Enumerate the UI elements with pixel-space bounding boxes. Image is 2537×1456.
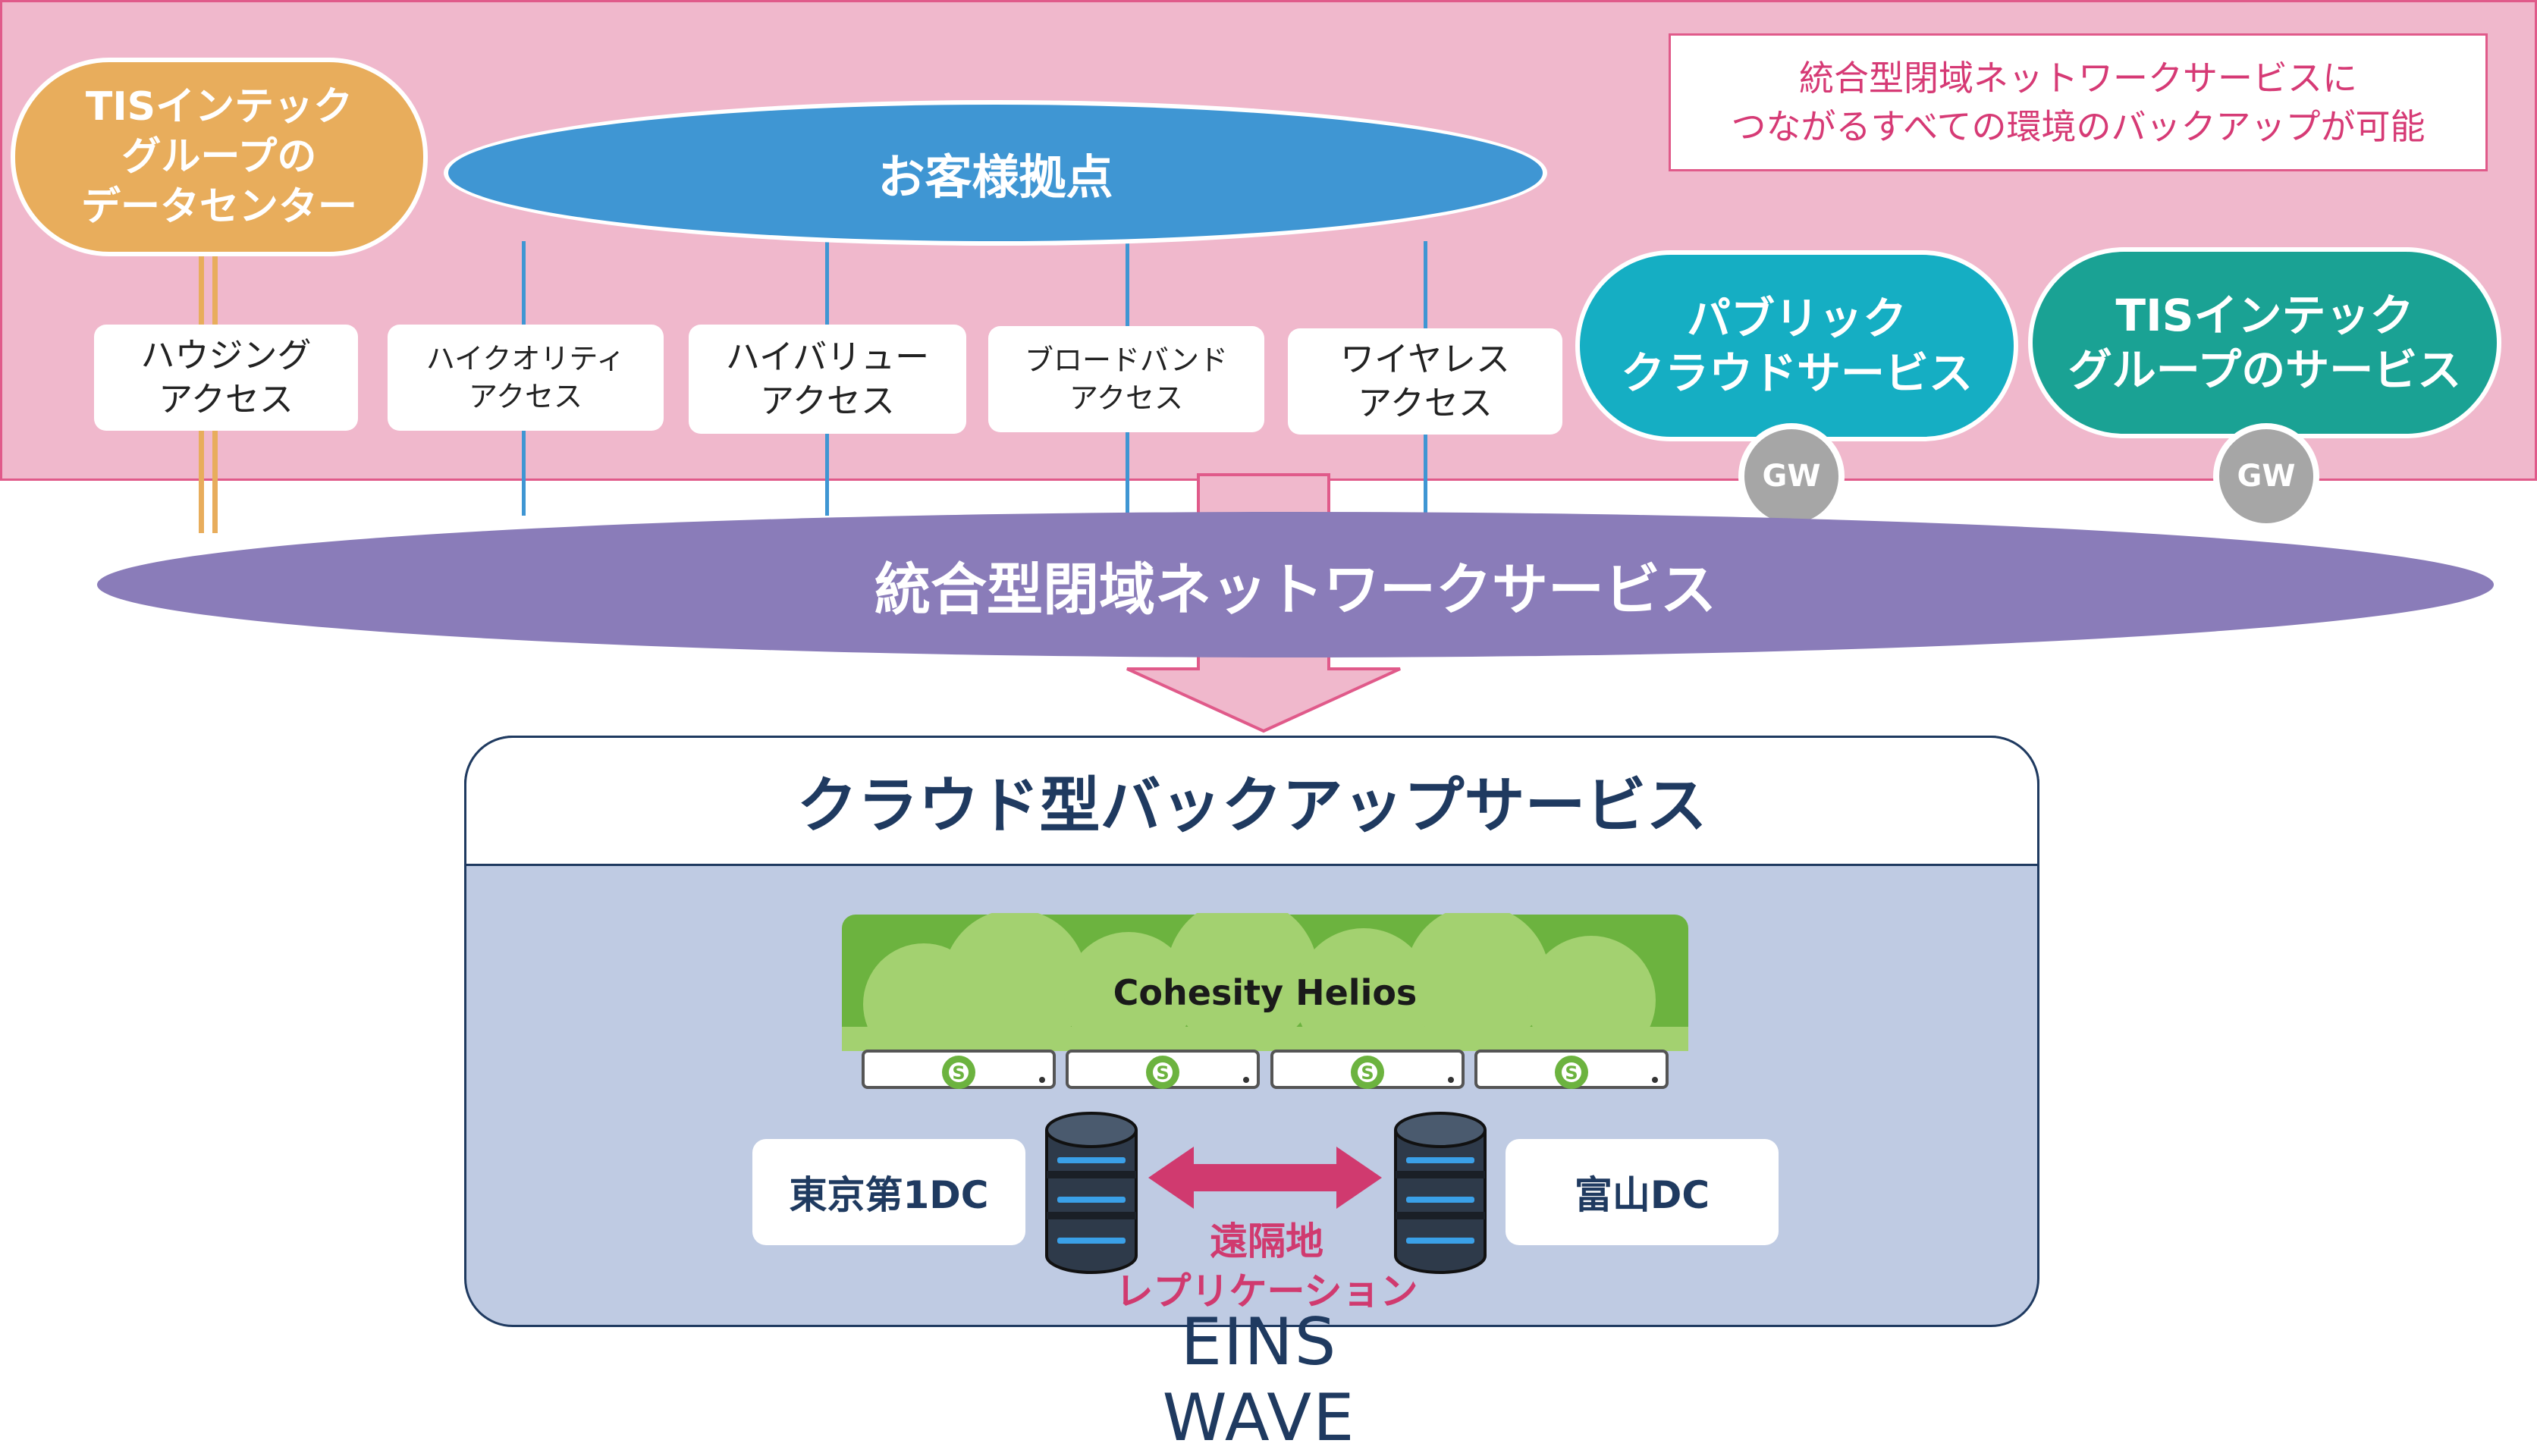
- backup-service-title: クラウド型バックアップサービス: [796, 770, 1707, 841]
- logo-text: EINS WAVE: [1162, 1304, 1356, 1456]
- gateway-badge: GW: [2213, 423, 2319, 529]
- replication-arrow: [1148, 1147, 1382, 1209]
- gateway-label: GW: [2237, 459, 2296, 494]
- customer-site-label: お客様拠点: [878, 149, 1113, 205]
- gateway-label: GW: [1762, 459, 1821, 494]
- svg-text:S: S: [952, 1062, 965, 1084]
- cohesity-cloud-graphic: [842, 913, 1688, 1053]
- eins-wave-logo: EINS WAVE: [1107, 1304, 1411, 1456]
- access-label: ワイヤレス: [1340, 339, 1510, 379]
- access-label: ハウジング: [140, 335, 312, 375]
- customer-site-node: お客様拠点: [444, 100, 1547, 246]
- dc-toyama-text: 富山DC: [1574, 1173, 1710, 1217]
- access-label: ブロードバンド: [1025, 344, 1228, 377]
- public-cloud-line-1: パブリック: [1686, 293, 1907, 344]
- access-broadband: ブロードバンド アクセス: [988, 326, 1264, 432]
- cohesity-helios-label: Cohesity Helios: [840, 952, 1690, 1033]
- access-label: アクセス: [760, 381, 895, 421]
- cohesity-logo-icon: S: [942, 1056, 1045, 1089]
- group-service-line-2: グループのサービス: [2068, 344, 2462, 396]
- note-line-2: つながるすべての環境のバックアップが可能: [1731, 106, 2426, 147]
- note-box: 統合型閉域ネットワークサービスに つながるすべての環境のバックアップが可能: [1669, 33, 2488, 171]
- svg-text:S: S: [1361, 1062, 1374, 1084]
- cohesity-logo-icon: S: [1351, 1056, 1454, 1089]
- cohesity-logo-icon: S: [1146, 1056, 1249, 1089]
- cohesity-node: S: [1066, 1050, 1260, 1089]
- access-label: アクセス: [159, 379, 294, 419]
- datacenter-line-2: グループの: [121, 134, 317, 180]
- backup-service-header: クラウド型バックアップサービス: [464, 736, 2039, 866]
- public-cloud-node: パブリック クラウドサービス: [1575, 250, 2018, 441]
- cohesity-node: S: [1474, 1050, 1669, 1089]
- access-wireless: ワイヤレス アクセス: [1288, 328, 1562, 435]
- helios-text: Cohesity Helios: [1113, 972, 1418, 1013]
- svg-text:S: S: [1156, 1062, 1169, 1084]
- access-high-value: ハイバリュー アクセス: [689, 325, 966, 434]
- access-label: アクセス: [1358, 383, 1493, 423]
- group-service-node: TISインテック グループのサービス: [2028, 247, 2501, 438]
- closed-network-node: 統合型閉域ネットワークサービス: [97, 512, 2494, 657]
- database-icon: [1394, 1112, 1487, 1274]
- note-line-1: 統合型閉域ネットワークサービスに: [1799, 58, 2357, 99]
- group-service-line-1: TISインテック: [2115, 290, 2414, 341]
- group-datacenter-node: TISインテック グループの データセンター: [11, 58, 428, 256]
- cohesity-node: S: [1270, 1050, 1465, 1089]
- dc-toyama-label: 富山DC: [1506, 1139, 1779, 1245]
- access-high-quality: ハイクオリティ アクセス: [388, 325, 664, 431]
- access-label: アクセス: [468, 380, 583, 413]
- access-label: アクセス: [1069, 381, 1184, 415]
- cohesity-node: S: [862, 1050, 1056, 1089]
- gateway-badge: GW: [1738, 423, 1845, 529]
- replication-label: 遠隔地 レプリケーション: [1092, 1213, 1441, 1320]
- replication-line-1: 遠隔地: [1210, 1219, 1323, 1263]
- dc-tokyo-text: 東京第1DC: [789, 1173, 989, 1217]
- public-cloud-line-2: クラウドサービス: [1620, 347, 1973, 399]
- dc-tokyo-label: 東京第1DC: [752, 1139, 1025, 1245]
- network-label: 統合型閉域ネットワークサービス: [874, 557, 1716, 623]
- datacenter-line-3: データセンター: [80, 184, 357, 230]
- cohesity-logo-icon: S: [1555, 1056, 1658, 1089]
- datacenter-line-1: TISインテック: [85, 84, 353, 130]
- access-label: ハイバリュー: [725, 337, 930, 377]
- access-housing: ハウジング アクセス: [94, 325, 358, 431]
- svg-text:S: S: [1565, 1062, 1578, 1084]
- database-icon: [1045, 1112, 1138, 1274]
- replication-line-2: レプリケーション: [1115, 1269, 1418, 1313]
- access-label: ハイクオリティ: [425, 342, 626, 375]
